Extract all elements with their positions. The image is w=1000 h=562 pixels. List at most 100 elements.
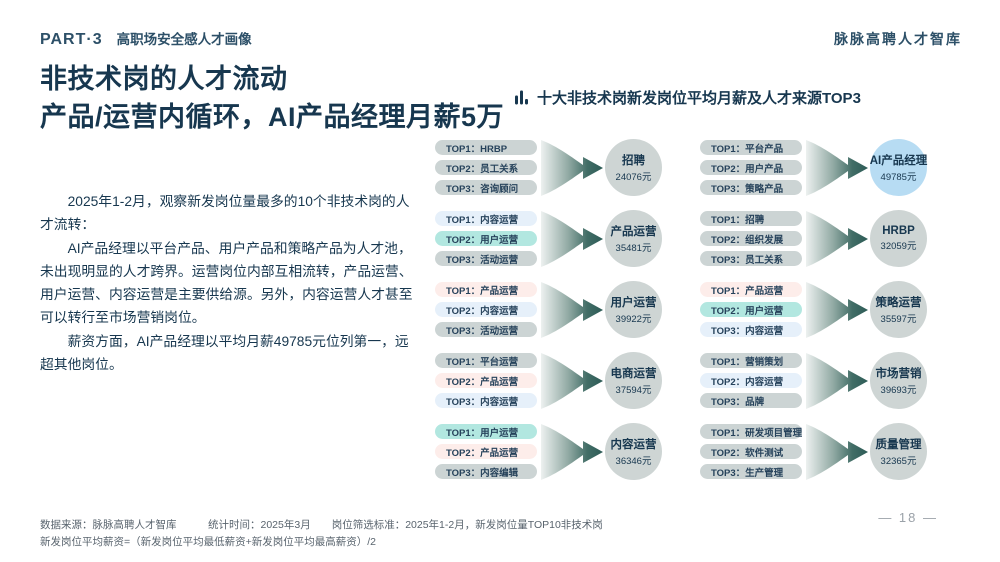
footnote: 数据来源：脉脉高聘人才智库 统计时间：2025年3月 岗位筛选标准：2025年1… [40,517,603,551]
source-tag: TOP2：用户产品 [700,160,802,175]
target-position-label: 质量管理 [875,439,922,451]
target-salary-label: 32365元 [880,456,917,467]
target-circle: 用户运营 39922元 [605,281,662,338]
source-tag: TOP3：活动运营 [435,322,537,337]
source-tag: TOP2：内容运营 [700,373,802,388]
funnel-arrow-icon [806,423,868,480]
source-tags: TOP1：招聘 TOP2：组织发展 TOP3：员工关系 [700,211,802,266]
flow-group: TOP1：营销策划 TOP2：内容运营 TOP3：品牌 市场营销 39693元 [700,352,927,409]
source-tag: TOP1：平台产品 [700,140,802,155]
target-position-label: 用户运营 [610,297,657,309]
source-tag: TOP1：用户运营 [435,424,537,439]
flow-column-right: TOP1：平台产品 TOP2：用户产品 TOP3：策略产品 AI产品经理 497… [700,139,927,495]
funnel-arrow-icon [806,352,868,409]
target-salary-label: 39922元 [615,314,652,325]
source-tags: TOP1：内容运营 TOP2：用户运营 TOP3：活动运营 [435,211,537,266]
funnel-arrow-icon [806,139,868,196]
target-circle: 产品运营 35481元 [605,210,662,267]
source-tags: TOP1：营销策划 TOP2：内容运营 TOP3：品牌 [700,353,802,408]
target-salary-label: 32059元 [880,241,917,252]
target-salary-label: 39693元 [880,385,917,396]
source-tag: TOP3：品牌 [700,393,802,408]
flow-group: TOP1：平台运营 TOP2：产品运营 TOP3：内容运营 电商运营 37594… [435,352,662,409]
source-tag: TOP1：营销策划 [700,353,802,368]
source-tag: TOP3：员工关系 [700,251,802,266]
source-tags: TOP1：HRBP TOP2：员工关系 TOP3：咨询顾问 [435,140,537,195]
funnel-arrow-icon [541,139,603,196]
source-tag: TOP2：员工关系 [435,160,537,175]
flow-group: TOP1：产品运营 TOP2：内容运营 TOP3：活动运营 用户运营 39922… [435,281,662,338]
target-position-label: AI产品经理 [869,155,928,167]
target-salary-label: 37594元 [615,385,652,396]
target-position-label: HRBP [882,225,915,237]
page-title-line2: 产品/运营内循环，AI产品经理月薪5万 [40,102,505,132]
source-tag: TOP1：产品运营 [435,282,537,297]
section-breadcrumb: PART·3 高职场安全感人才画像 [40,28,252,49]
target-circle: AI产品经理 49785元 [870,139,927,196]
source-tag: TOP2：内容运营 [435,302,537,317]
chart-title: 十大非技术岗新发岗位平均月薪及人才来源TOP3 [537,90,861,107]
brand-logo: 脉脉高聘人才智库 [834,31,962,47]
target-salary-label: 36346元 [615,456,652,467]
flow-group: TOP1：HRBP TOP2：员工关系 TOP3：咨询顾问 招聘 24076元 [435,139,662,196]
source-tags: TOP1：产品运营 TOP2：内容运营 TOP3：活动运营 [435,282,537,337]
target-circle: 策略运营 35597元 [870,281,927,338]
flow-group: TOP1：内容运营 TOP2：用户运营 TOP3：活动运营 产品运营 35481… [435,210,662,267]
source-tag: TOP2：组织发展 [700,231,802,246]
target-position-label: 电商运营 [610,368,657,380]
flow-group: TOP1：研发项目管理 TOP2：软件测试 TOP3：生产管理 质量管理 323… [700,423,927,480]
source-tag: TOP3：内容编辑 [435,464,537,479]
target-salary-label: 24076元 [615,172,652,183]
target-position-label: 招聘 [622,155,645,167]
source-tag: TOP1：平台运营 [435,353,537,368]
flow-group: TOP1：用户运营 TOP2：产品运营 TOP3：内容编辑 内容运营 36346… [435,423,662,480]
funnel-arrow-icon [541,352,603,409]
funnel-arrow-icon [806,210,868,267]
source-tag: TOP3：活动运营 [435,251,537,266]
source-tag: TOP1：研发项目管理 [700,424,802,439]
source-tags: TOP1：产品运营 TOP2：用户运营 TOP3：内容运营 [700,282,802,337]
flow-group: TOP1：产品运营 TOP2：用户运营 TOP3：内容运营 策略运营 35597… [700,281,927,338]
funnel-arrow-icon [806,281,868,338]
source-tag: TOP1：HRBP [435,140,537,155]
target-circle: 内容运营 36346元 [605,423,662,480]
source-tag: TOP1：产品运营 [700,282,802,297]
target-circle: 招聘 24076元 [605,139,662,196]
target-circle: 市场营销 39693元 [870,352,927,409]
flow-group: TOP1：平台产品 TOP2：用户产品 TOP3：策略产品 AI产品经理 497… [700,139,927,196]
target-position-label: 产品运营 [610,226,657,238]
source-tag: TOP2：产品运营 [435,444,537,459]
funnel-arrow-icon [541,281,603,338]
slide-header: PART·3 高职场安全感人才画像 脉脉高聘人才智库 [40,28,962,49]
intro-text: 2025年1-2月，观察新发岗位量最多的10个非技术岗的人才流转： AI产品经理… [40,190,420,376]
flow-column-left: TOP1：HRBP TOP2：员工关系 TOP3：咨询顾问 招聘 24076元 … [435,139,662,495]
source-tag: TOP1：内容运营 [435,211,537,226]
source-tag: TOP2：软件测试 [700,444,802,459]
chart-header: 十大非技术岗新发岗位平均月薪及人才来源TOP3 [514,87,861,108]
target-position-label: 策略运营 [875,297,922,309]
source-tags: TOP1：平台产品 TOP2：用户产品 TOP3：策略产品 [700,140,802,195]
intro-paragraph: 2025年1-2月，观察新发岗位量最多的10个非技术岗的人才流转： [40,194,410,233]
intro-paragraph: AI产品经理以平台产品、用户产品和策略产品为人才池，未出现明显的人才跨界。运营岗… [40,240,413,326]
source-tag: TOP3：内容运营 [435,393,537,408]
funnel-arrow-icon [541,423,603,480]
funnel-arrow-icon [541,210,603,267]
page-title: 非技术岗的人才流动 产品/运营内循环，AI产品经理月薪5万 [40,60,504,136]
part-title: 高职场安全感人才画像 [116,32,252,47]
source-tags: TOP1：用户运营 TOP2：产品运营 TOP3：内容编辑 [435,424,537,479]
target-salary-label: 35481元 [615,243,652,254]
source-tag: TOP2：用户运营 [435,231,537,246]
intro-paragraph: 薪资方面，AI产品经理以平均月薪49785元位列第一，远超其他岗位。 [40,333,409,373]
target-circle: 质量管理 32365元 [870,423,927,480]
source-tag: TOP3：生产管理 [700,464,802,479]
flow-chart: TOP1：HRBP TOP2：员工关系 TOP3：咨询顾问 招聘 24076元 … [435,139,927,495]
target-position-label: 内容运营 [610,439,657,451]
source-tags: TOP1：平台运营 TOP2：产品运营 TOP3：内容运营 [435,353,537,408]
source-tag: TOP3：咨询顾问 [435,180,537,195]
source-tag: TOP3：策略产品 [700,180,802,195]
flow-group: TOP1：招聘 TOP2：组织发展 TOP3：员工关系 HRBP 32059元 [700,210,927,267]
target-circle: HRBP 32059元 [870,210,927,267]
bar-chart-icon [515,90,528,105]
source-tag: TOP3：内容运营 [700,322,802,337]
